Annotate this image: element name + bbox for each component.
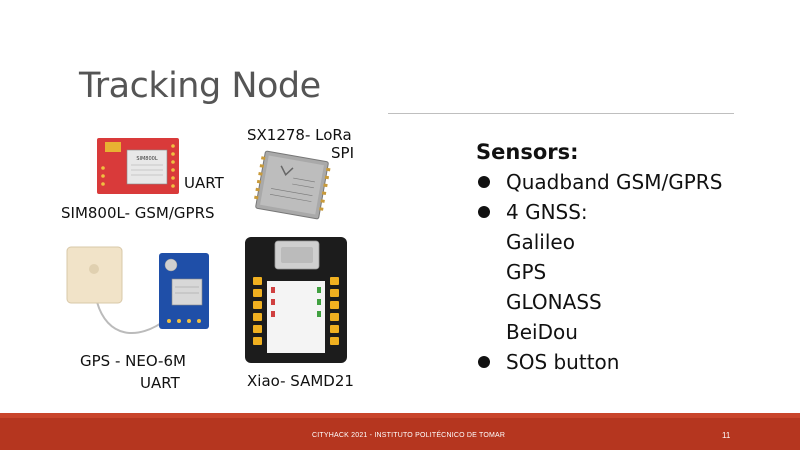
sensor-item-label: GPS xyxy=(506,260,547,284)
sim800l-interface-label: UART xyxy=(184,174,224,192)
footer-bar xyxy=(0,418,800,450)
sensor-item-label: GLONASS xyxy=(506,290,602,314)
sx1278-interface-label: SPI xyxy=(331,144,354,162)
sensor-item-label: Quadband GSM/GPRS xyxy=(506,170,723,194)
sensor-item-label: BeiDou xyxy=(506,320,578,344)
slide-title: Tracking Node xyxy=(79,66,321,106)
sim800l-module-image: SIM800L xyxy=(97,138,179,194)
bullet-icon xyxy=(478,356,490,368)
footer-accent-bar xyxy=(0,413,800,418)
sensor-item-label: 4 GNSS: xyxy=(506,200,588,224)
sim800l-chip-text: SIM800L xyxy=(136,156,158,162)
sensor-item-label: Galileo xyxy=(506,230,575,254)
gps-neo6m-module-image xyxy=(66,246,209,334)
page-number: 11 xyxy=(722,431,731,440)
sensor-item-label: SOS button xyxy=(506,350,620,374)
sensors-heading: Sensors: xyxy=(476,140,579,164)
xiao-samd21-board-image xyxy=(245,237,347,363)
sx1278-module-image xyxy=(254,150,331,220)
gps-name-label: GPS - NEO-6M xyxy=(80,352,186,370)
xiao-name-label: Xiao- SAMD21 xyxy=(247,372,354,390)
gps-interface-label: UART xyxy=(140,374,180,392)
sx1278-name-label: SX1278- LoRa xyxy=(247,126,352,144)
sim800l-name-label: SIM800L- GSM/GPRS xyxy=(61,204,215,222)
bullet-icon xyxy=(478,206,490,218)
bullet-icon xyxy=(478,176,490,188)
title-divider xyxy=(388,113,734,114)
footer-text: CITYHACK 2021 - INSTITUTO POLITÉCNICO DE… xyxy=(312,432,506,439)
